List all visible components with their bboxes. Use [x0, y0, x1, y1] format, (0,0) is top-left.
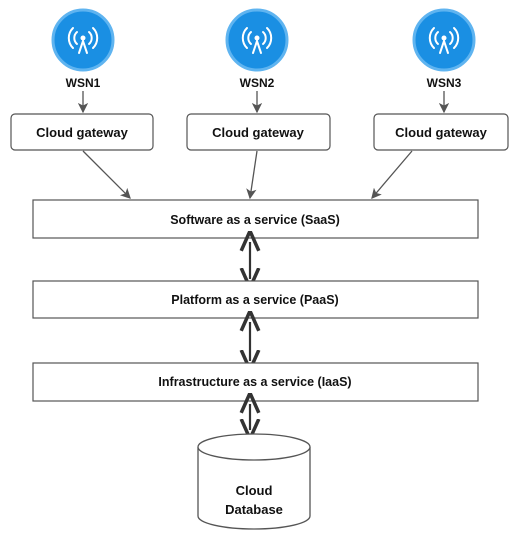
database-cylinder-top: [197, 433, 311, 461]
gateway-label: Cloud gateway: [212, 125, 305, 140]
layer-paas: Platform as a service (PaaS): [32, 280, 479, 319]
gateway-box: [186, 113, 331, 151]
wifi-broadcast-icon: [67, 27, 99, 54]
cloud-gateway-2: Cloud gateway: [186, 113, 331, 151]
database-label-line2: Database: [225, 502, 283, 517]
gateway-box: [373, 113, 509, 151]
arrow-gateway3-to-saas: [371, 150, 413, 199]
sensor-label: WSN2: [240, 76, 275, 90]
cloud-gateway-1: Cloud gateway: [10, 113, 154, 151]
gateway-box: [10, 113, 154, 151]
gateway-label: Cloud gateway: [395, 125, 488, 140]
layer-label: Software as a service (SaaS): [170, 213, 340, 227]
layer-saas: Software as a service (SaaS): [32, 199, 479, 239]
cloud-gateway-3: Cloud gateway: [373, 113, 509, 151]
layer-label: Infrastructure as a service (IaaS): [158, 375, 351, 389]
wifi-broadcast-icon: [241, 27, 273, 54]
database-label-line1: Cloud: [236, 483, 273, 498]
sensor-node-wsn2: WSN2: [225, 8, 289, 90]
database-cylinder-body: [197, 447, 311, 530]
sensor-node-wsn1: WSN1: [51, 8, 115, 90]
sensor-node-wsn3: WSN3: [412, 8, 476, 90]
sensor-label: WSN3: [427, 76, 462, 90]
cloud-database: Cloud Database: [197, 433, 311, 530]
sensor-label: WSN1: [66, 76, 101, 90]
layer-label: Platform as a service (PaaS): [171, 293, 338, 307]
arrow-gateway2-to-saas: [246, 150, 258, 200]
arrow-gateway1-to-saas: [82, 150, 131, 199]
wifi-broadcast-icon: [428, 27, 460, 54]
layer-iaas: Infrastructure as a service (IaaS): [32, 362, 479, 402]
gateway-label: Cloud gateway: [36, 125, 129, 140]
